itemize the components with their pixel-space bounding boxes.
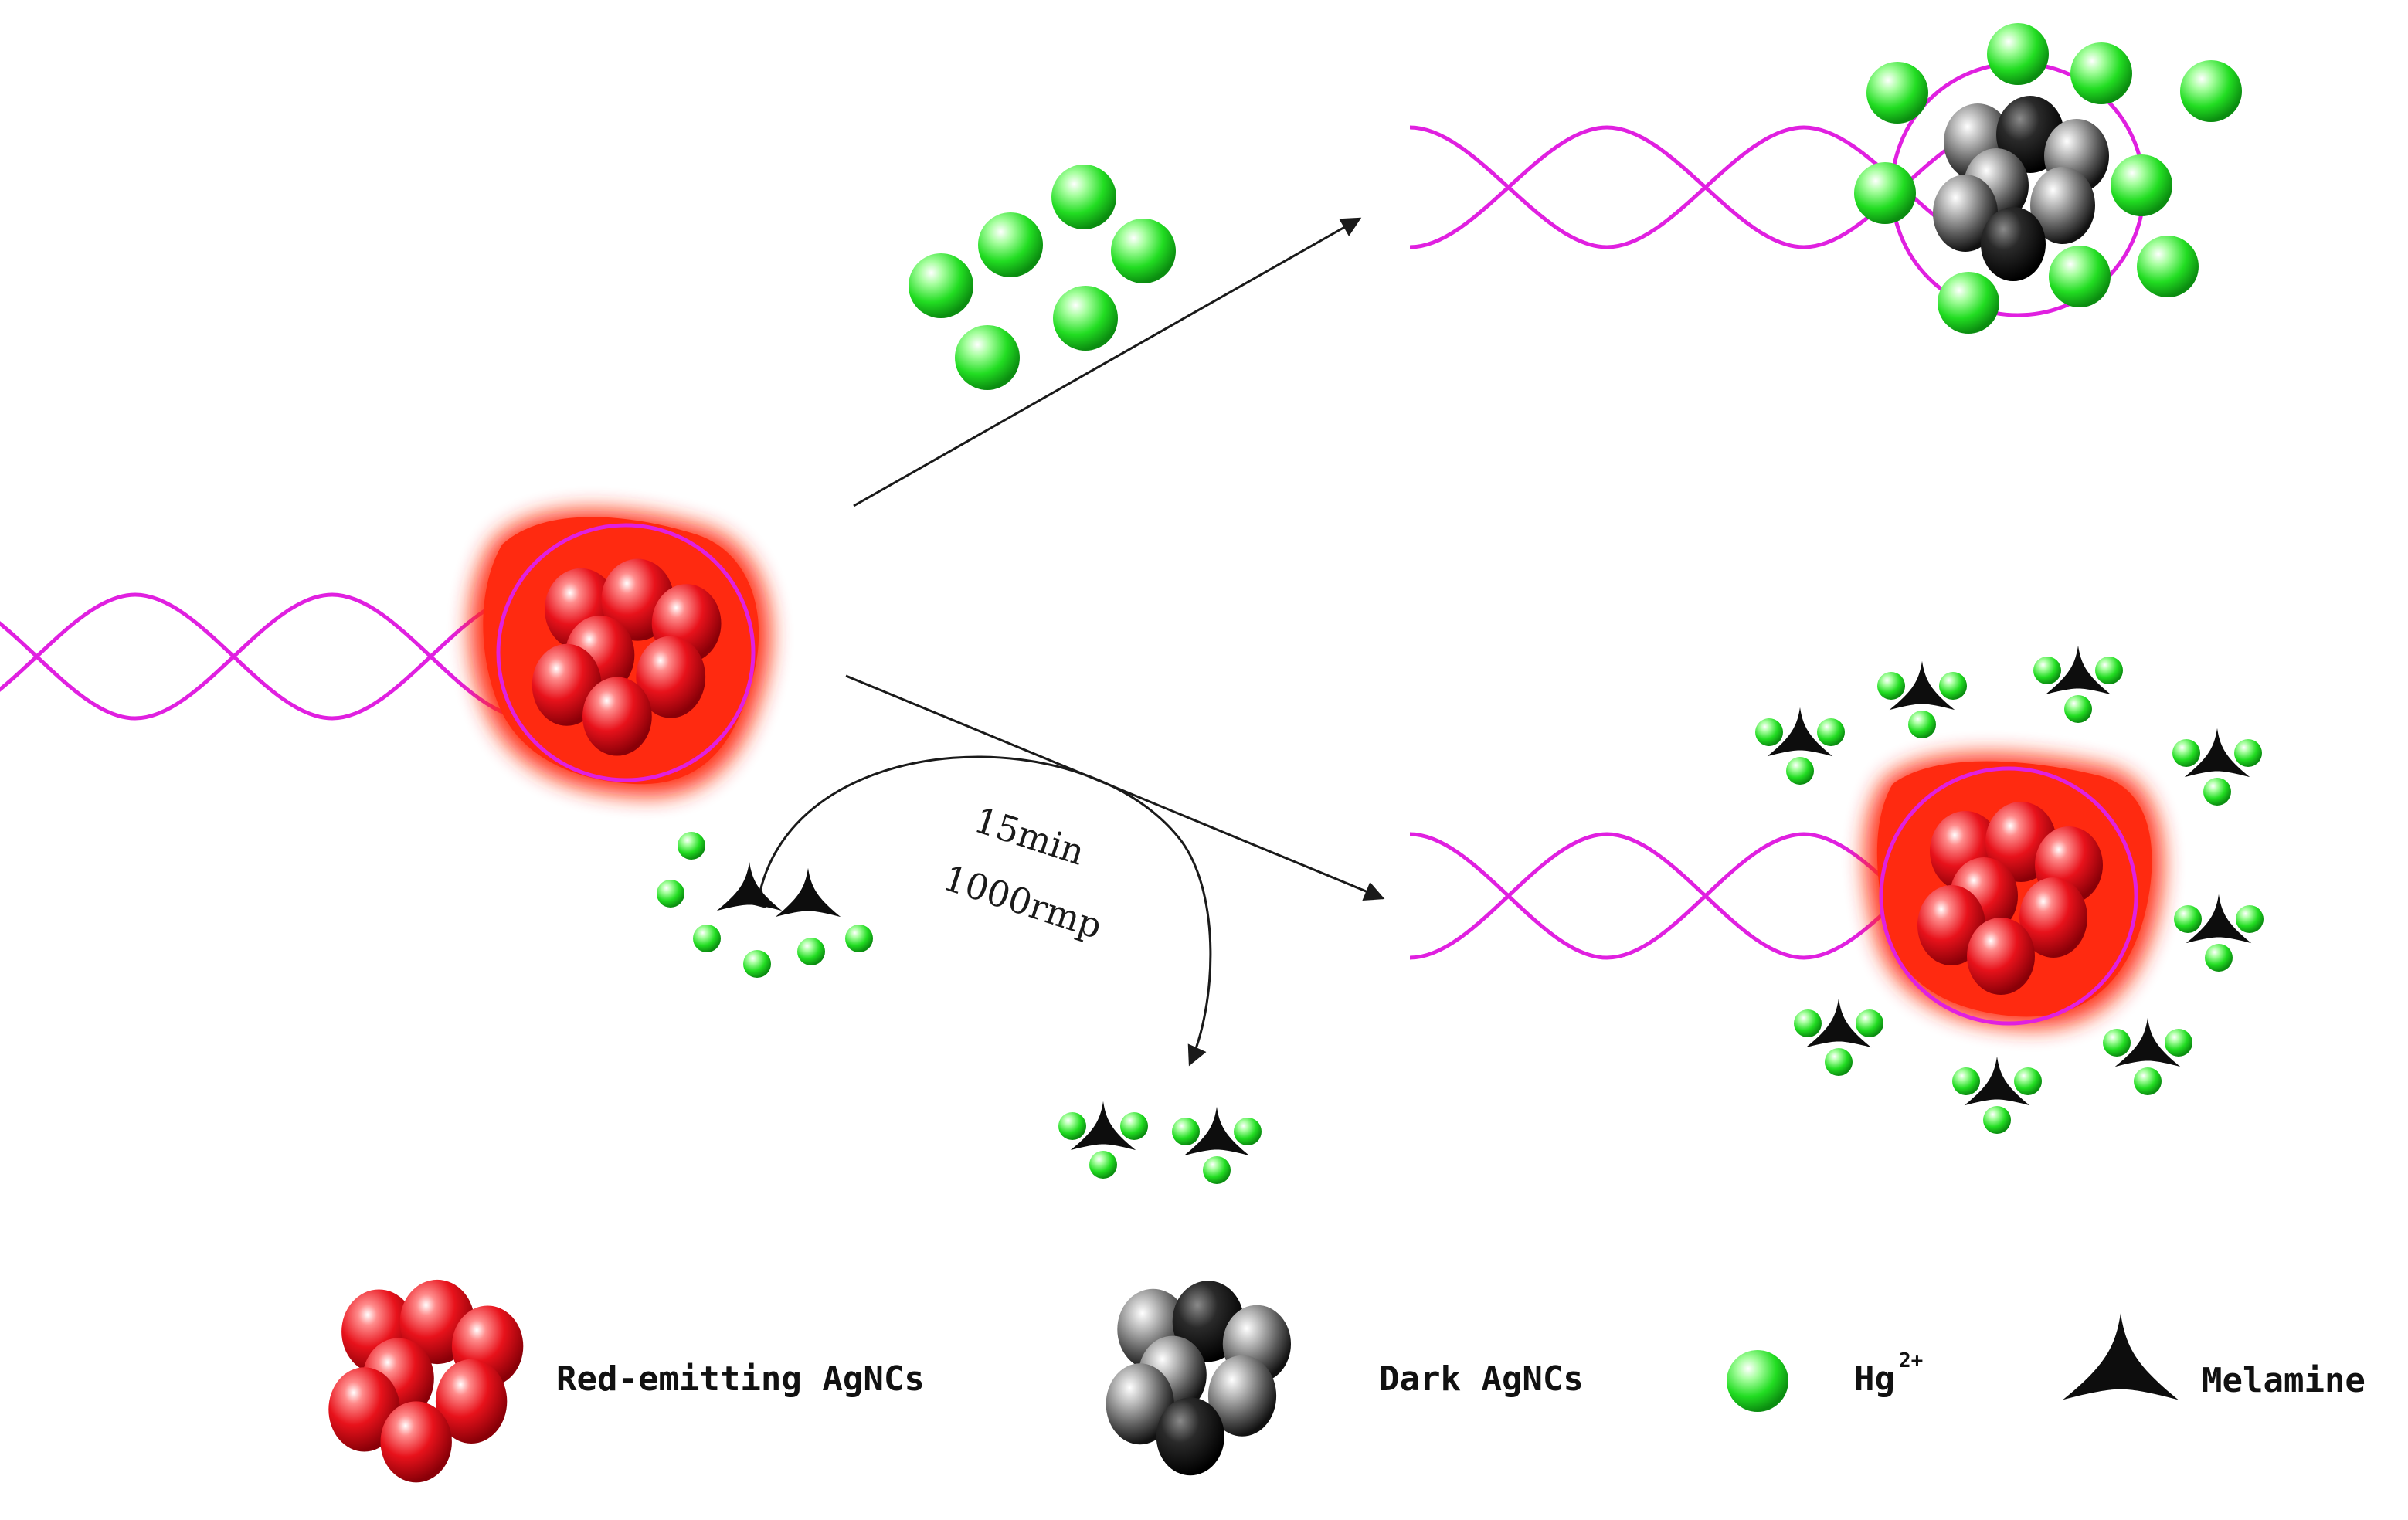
legend-hg-charge: 2+	[1899, 1349, 1923, 1372]
melamine-hg-complex	[1877, 661, 1967, 738]
melamine-molecule	[775, 867, 841, 918]
hg-ion	[1938, 272, 1999, 334]
legend-red-agncs: Red-emitting AgNCs	[328, 1279, 925, 1483]
legend-melamine-label: Melamine	[2202, 1361, 2366, 1400]
legend-red-agncs-label: Red-emitting AgNCs	[556, 1359, 925, 1399]
centrifuge-curved-arrow	[746, 755, 1212, 1067]
hg-ion	[2137, 236, 2199, 297]
hg-ion	[909, 253, 973, 318]
legend: Red-emitting AgNCs Dark AgNCs Hg 2+ Mela…	[328, 1279, 2366, 1483]
melamine-hg-complex	[2174, 894, 2264, 972]
legend-hg-label: Hg	[1854, 1359, 1895, 1399]
melamine-hg-complex	[2033, 646, 2123, 723]
hg-ion	[797, 938, 825, 965]
hg-ion	[1854, 162, 1916, 224]
melamine-molecule	[716, 861, 783, 911]
legend-melamine: Melamine	[2063, 1313, 2366, 1400]
hg-ion	[845, 925, 873, 952]
hg-ion	[978, 212, 1043, 277]
left-dna-strand-a	[0, 592, 530, 721]
hg-ion	[1053, 286, 1118, 351]
hg-ion	[2049, 246, 2111, 307]
hg-ion	[657, 880, 684, 908]
legend-dark-agncs: Dark AgNCs	[1106, 1281, 1584, 1476]
hg-ion	[678, 832, 705, 860]
melamine-hg-complex	[1058, 1101, 1148, 1179]
bottom-right-red-agnc-probe	[1409, 646, 2264, 1134]
hg-ion	[955, 325, 1020, 390]
left-cluster-ring	[496, 523, 756, 782]
melamine-hg-complex	[1952, 1057, 2042, 1134]
arrow-to-hg-path	[853, 217, 1362, 507]
bottom-cluster-ring	[1879, 766, 2138, 1026]
speed-label: 1000rmp	[939, 857, 1107, 947]
melamine-hg-mixture	[657, 832, 873, 978]
melamine-hg-complex	[1755, 707, 1845, 785]
left-dna-agnc-probe	[0, 510, 771, 796]
hg-ion	[1111, 219, 1176, 283]
hg-ions-group	[909, 165, 1176, 390]
legend-dark-cluster-icon	[1106, 1281, 1291, 1476]
left-dna-strand-b	[0, 592, 530, 721]
hg-ion	[1866, 62, 1928, 124]
top-right-dark-agnc-probe	[1409, 23, 2242, 334]
melamine-hg-complex	[1794, 999, 1883, 1076]
melamine-hg-complex	[2103, 1018, 2192, 1095]
hg-ion	[2180, 60, 2242, 122]
time-label: 15min	[970, 799, 1090, 874]
melamine-hg-complex	[2172, 728, 2262, 806]
hg-ion	[693, 925, 721, 952]
hg-ion	[1051, 165, 1116, 229]
melamine-hg-complex	[1172, 1107, 1262, 1184]
legend-hg-icon	[1727, 1350, 1788, 1412]
legend-dark-agncs-label: Dark AgNCs	[1379, 1359, 1584, 1399]
hg-ion	[1987, 23, 2049, 85]
hg-ion	[2070, 42, 2132, 104]
hg-ion	[2111, 154, 2172, 216]
hg-ion	[743, 950, 771, 978]
legend-hg: Hg 2+	[1727, 1349, 1923, 1412]
legend-melamine-icon	[2063, 1313, 2179, 1400]
legend-red-cluster-icon	[328, 1279, 524, 1483]
